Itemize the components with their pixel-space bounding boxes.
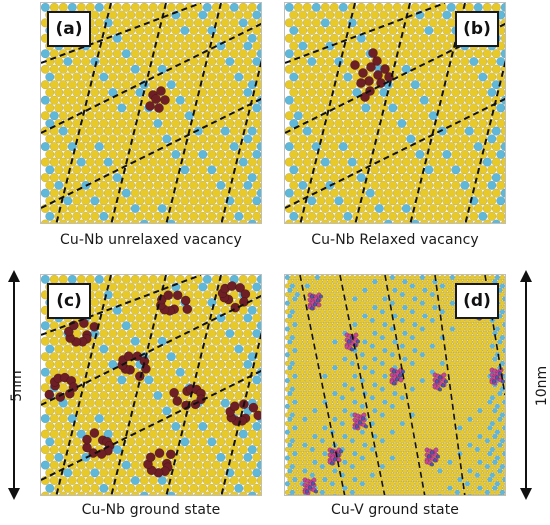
panel-label-c: (c) bbox=[47, 283, 91, 319]
double-arrow-icon bbox=[520, 270, 532, 500]
atomistic-image-b bbox=[285, 3, 505, 223]
panel-label-d: (d) bbox=[455, 283, 499, 319]
scale-label-right: 10nm bbox=[534, 365, 550, 407]
caption-d: Cu-V ground state bbox=[330, 502, 460, 518]
scale-label-left: 5nm bbox=[9, 370, 25, 402]
panel-label-b: (b) bbox=[455, 11, 499, 47]
atomistic-image-d bbox=[285, 275, 505, 495]
panel-label-a: (a) bbox=[47, 11, 91, 47]
panel-d: (d) bbox=[284, 274, 506, 496]
panel-a: (a) bbox=[40, 2, 262, 224]
caption-b: Cu-Nb Relaxed vacancy bbox=[311, 232, 479, 248]
caption-a: Cu-Nb unrelaxed vacancy bbox=[60, 232, 242, 248]
scale-bar-left bbox=[4, 270, 24, 500]
atomistic-image-a bbox=[41, 3, 261, 223]
panel-c: (c) bbox=[40, 274, 262, 496]
double-arrow-icon bbox=[8, 270, 20, 500]
caption-c: Cu-Nb ground state bbox=[81, 502, 221, 518]
scale-bar-right bbox=[516, 270, 536, 500]
panel-b: (b) bbox=[284, 2, 506, 224]
